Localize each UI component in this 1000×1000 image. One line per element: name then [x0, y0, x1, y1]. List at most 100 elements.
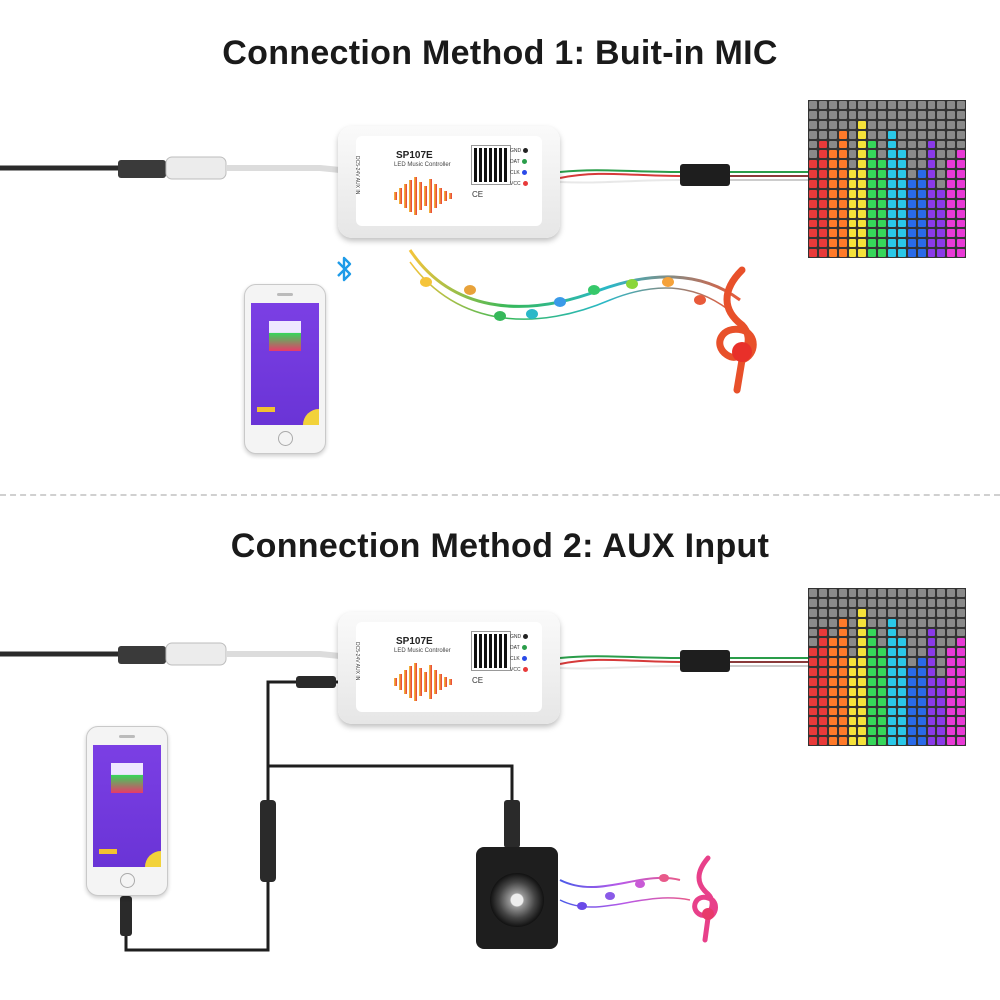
led-pixel [957, 618, 965, 627]
led-pixel [818, 199, 827, 208]
led-pixel [878, 737, 886, 745]
led-pixel [878, 707, 886, 716]
led-pixel [868, 239, 877, 248]
led-pixel [907, 638, 916, 647]
led-pixel [858, 608, 867, 617]
led-pixel [818, 101, 827, 109]
led-pixel [878, 687, 886, 696]
led-pixel [838, 598, 847, 607]
led-pixel [868, 120, 877, 129]
led-pixel [858, 199, 867, 208]
led-pixel [878, 598, 886, 607]
led-pixel [917, 608, 926, 617]
led-pixel [917, 727, 926, 736]
led-pixel [818, 687, 827, 696]
led-pixel [917, 150, 926, 159]
led-pixel [858, 717, 867, 726]
led-pixel [957, 668, 965, 676]
led-pixel [828, 229, 837, 238]
led-pixel [818, 727, 827, 736]
led-pixel [838, 130, 847, 139]
led-pixel [848, 180, 857, 188]
led-pixel [957, 677, 965, 686]
led-pixel [888, 697, 896, 706]
led-pixel [868, 249, 877, 257]
led-pixel [868, 598, 877, 607]
led-pixel [937, 638, 946, 647]
led-pixel [917, 707, 926, 716]
led-pixel [828, 737, 837, 745]
led-pixel [878, 608, 886, 617]
led-pixel [818, 697, 827, 706]
led-pixel [818, 618, 827, 627]
led-pixel [828, 209, 837, 218]
led-pixel [848, 687, 857, 696]
led-pixel [937, 239, 946, 248]
led-pixel [828, 727, 837, 736]
led-pixel [937, 130, 946, 139]
led-pixel [888, 239, 896, 248]
pin-dat: DAT [510, 645, 520, 651]
led-pixel [848, 189, 857, 198]
led-pixel [868, 658, 877, 666]
led-pixel [858, 598, 867, 607]
led-pixel [848, 608, 857, 617]
led-pixel [858, 638, 867, 647]
led-pixel [937, 150, 946, 159]
led-pixel [818, 130, 827, 139]
led-pixel [858, 589, 867, 597]
led-pixel [917, 648, 926, 657]
led-pixel [927, 668, 936, 676]
led-pixel [868, 180, 877, 188]
led-pixel [858, 209, 867, 218]
qr-code [471, 145, 511, 185]
led-pixel [809, 189, 817, 198]
led-pixel [848, 668, 857, 676]
led-pixel [927, 598, 936, 607]
led-pixel [828, 110, 837, 119]
led-pixel [838, 737, 847, 745]
led-pixel [828, 638, 837, 647]
led-pixel [917, 199, 926, 208]
led-pixel [937, 110, 946, 119]
led-pixel [907, 727, 916, 736]
led-pixel [907, 668, 916, 676]
led-pixel [818, 249, 827, 257]
music-notes-icon [408, 249, 741, 321]
led-pixel [917, 209, 926, 218]
led-pixel [868, 219, 877, 228]
led-pixel [809, 160, 817, 169]
led-pixel [878, 668, 886, 676]
led-pixel [937, 668, 946, 676]
led-pixel [838, 707, 847, 716]
led-pixel [897, 180, 906, 188]
led-pixel [838, 638, 847, 647]
ce-mark: CE [472, 676, 484, 685]
led-controller-2: DC5-24V AUX IN SP107E LED Music Controll… [338, 612, 560, 724]
led-pixel [828, 219, 837, 228]
led-pixel [858, 229, 867, 238]
led-pixel [838, 150, 847, 159]
led-pixel [947, 150, 956, 159]
led-pixel [868, 209, 877, 218]
led-pixel [818, 628, 827, 637]
led-pixel [858, 219, 867, 228]
dc-jack-2 [165, 642, 227, 666]
pin-vcc: VCC [510, 667, 521, 673]
led-pixel [947, 140, 956, 149]
led-pixel [957, 140, 965, 149]
led-pixel [888, 618, 896, 627]
led-pixel [868, 717, 877, 726]
led-pixel [878, 110, 886, 119]
led-pixel [878, 189, 886, 198]
led-pixel [957, 608, 965, 617]
led-pixel [809, 229, 817, 238]
led-pixel [809, 130, 817, 139]
led-pixel [858, 120, 867, 129]
led-pixel [838, 239, 847, 248]
led-pixel [858, 677, 867, 686]
led-pixel [888, 707, 896, 716]
led-pixel [937, 677, 946, 686]
led-pixel [878, 219, 886, 228]
